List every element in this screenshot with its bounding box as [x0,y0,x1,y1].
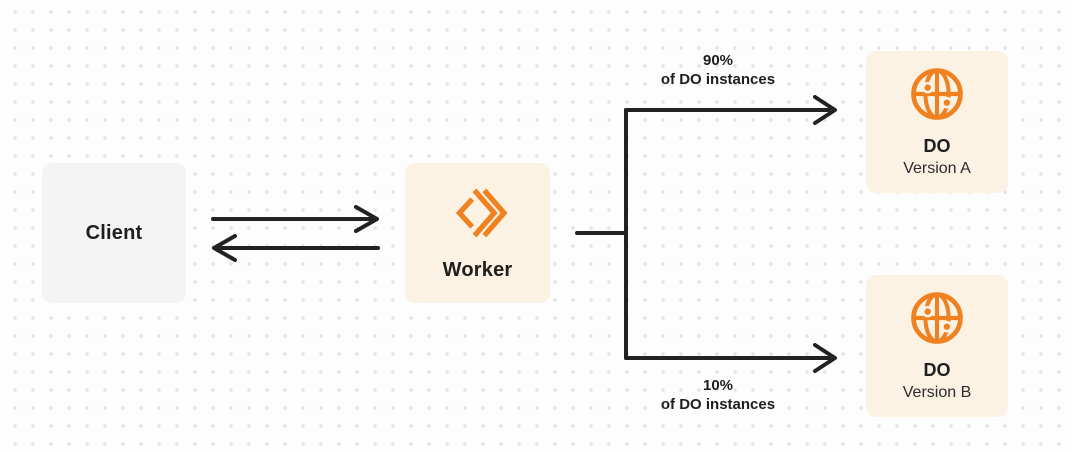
branch-b-percent: 10% [702,377,734,394]
do-a-title: DO [923,135,951,156]
branch-a-label: 90% of DO instances [598,51,838,89]
globe-icon [908,65,966,123]
do-a-subtitle: Version A [903,159,971,177]
do-b-title: DO [923,359,951,380]
branch-b-label: 10% of DO instances [598,376,838,414]
branch-a-percent: 90% [702,52,734,69]
globe-icon [908,289,966,347]
do-version-b-node: DO Version B [866,275,1008,417]
client-node: Client [42,163,186,303]
client-label: Client [85,222,143,244]
worker-to-client-arrow [212,234,380,262]
branch-split-line [575,108,628,360]
branch-a-caption: of DO instances [660,71,776,88]
branch-b-caption: of DO instances [660,396,776,413]
branch-b-arrow [624,343,837,373]
workers-logo-icon [449,184,507,242]
do-b-subtitle: Version B [902,383,972,401]
branch-a-arrow [624,95,837,125]
worker-label: Worker [442,259,513,281]
worker-node: Worker [405,163,550,303]
do-version-a-node: DO Version A [866,51,1008,193]
client-to-worker-arrow [211,205,379,233]
